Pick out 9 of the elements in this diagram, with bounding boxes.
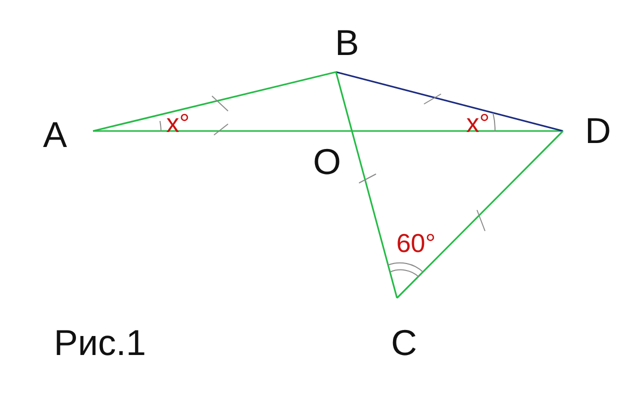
figure-caption: Рис.1 [54,322,146,363]
point-label: A [43,114,67,155]
point-label: B [335,22,359,63]
point-label: O [313,141,341,182]
point-label: C [391,322,417,363]
angle-label: x° [466,108,490,138]
angle-label: x° [166,108,190,138]
point-label: D [585,110,611,151]
angle-label: 60° [396,228,436,258]
